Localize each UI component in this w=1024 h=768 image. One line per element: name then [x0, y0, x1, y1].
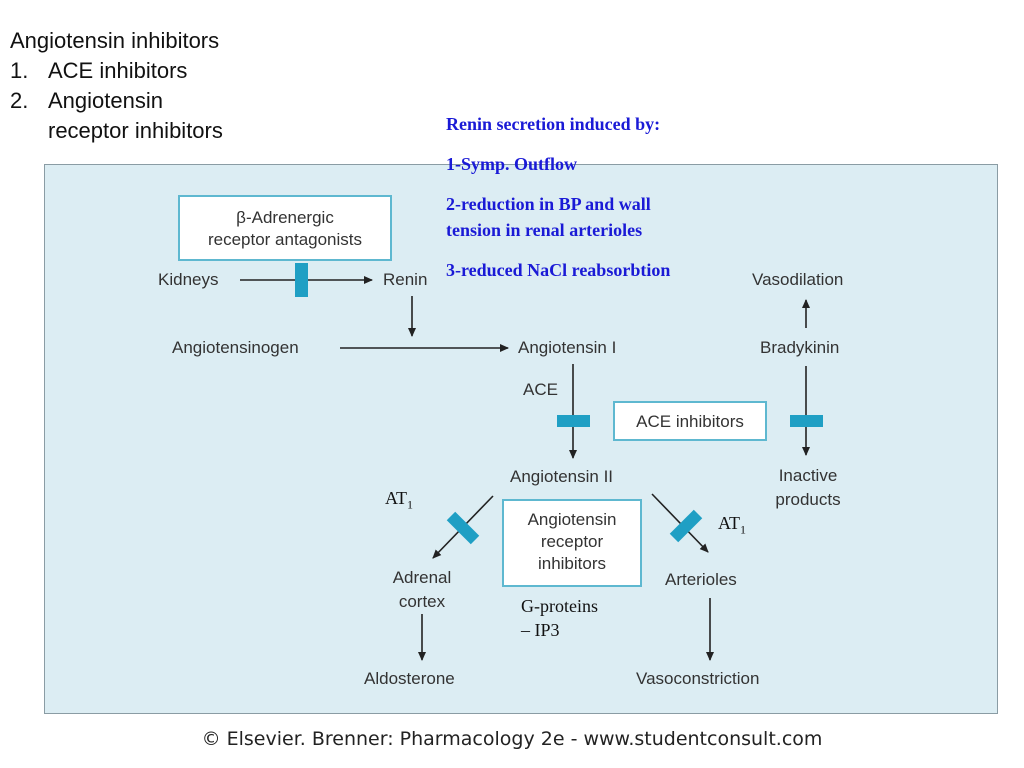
copyright-footer: © Elsevier. Brenner: Pharmacology 2e - w…	[201, 728, 823, 750]
outline-heading: Angiotensin inhibitors	[10, 28, 220, 53]
renin-secretion-note: Renin secretion induced by: 1-Symp. Outf…	[446, 111, 670, 283]
gprot-line2: – IP3	[521, 620, 560, 640]
beta-blocker-label-line2: receptor antagonists	[207, 230, 363, 249]
block-bar-at1-right	[669, 509, 703, 543]
node-angiotensin1: Angiotensin I	[518, 338, 617, 357]
at1-right-text: AT	[718, 513, 740, 533]
node-aldosterone: Aldosterone	[364, 669, 455, 688]
outline-list: Angiotensin inhibitors 1.ACE inhibitors …	[10, 26, 223, 146]
outline-item-number: 1.	[10, 58, 29, 83]
note-title: Renin secretion induced by:	[446, 114, 661, 134]
g-proteins-annotation: G-proteins – IP3	[521, 594, 598, 642]
arrow-angiotensin2-arterioles	[651, 493, 709, 553]
node-angiotensinogen: Angiotensinogen	[172, 338, 299, 357]
label-ace: ACE	[523, 380, 558, 399]
arb-label-line1: Angiotensin	[527, 510, 617, 529]
outline-item-number: 2.	[10, 88, 29, 113]
arb-label-line3: inhibitors	[537, 554, 607, 573]
adrenal-line1: Adrenal	[392, 568, 452, 587]
beta-blocker-label-line1: β-Adrenergic	[236, 208, 334, 227]
at1-label-left: AT1	[385, 488, 413, 513]
note-line3: 3-reduced NaCl reabsorbtion	[446, 260, 671, 280]
arb-label-line2: receptor	[540, 532, 604, 551]
arb-box: Angiotensin receptor inhibitors	[502, 499, 642, 587]
gprot-line1: G-proteins	[521, 596, 598, 616]
inactive-line1: Inactive	[778, 466, 838, 485]
outline-item-text: ACE inhibitors	[48, 58, 188, 83]
outline-item-text: Angiotensin	[48, 88, 163, 113]
node-arterioles: Arterioles	[665, 570, 737, 589]
node-bradykinin: Bradykinin	[760, 338, 840, 357]
node-renin: Renin	[383, 270, 428, 289]
adrenal-line2: cortex	[398, 592, 446, 611]
node-vasoconstriction: Vasoconstriction	[636, 669, 760, 688]
outline-item-2-continuation: receptor inhibitors	[48, 118, 223, 143]
at1-left-sub: 1	[407, 497, 413, 512]
at1-label-right: AT1	[718, 513, 746, 538]
block-bar-at1-left	[446, 511, 480, 545]
block-bar-ace	[557, 415, 590, 427]
outline-item-2: 2. Angiotensin	[10, 86, 223, 116]
note-line2b: tension in renal arterioles	[446, 220, 643, 240]
note-line1: 1-Symp. Outflow	[446, 154, 578, 174]
at1-left-text: AT	[385, 488, 407, 508]
block-bar-bradykinin	[790, 415, 823, 427]
node-vasodilation: Vasodilation	[752, 270, 844, 289]
ace-inhibitors-box: ACE inhibitors	[613, 401, 767, 441]
inactive-line2: products	[775, 490, 841, 509]
node-adrenal-cortex: Adrenal cortex	[380, 566, 464, 614]
block-bar-beta	[295, 263, 308, 297]
node-kidneys: Kidneys	[158, 270, 219, 289]
beta-blocker-box: β-Adrenergic receptor antagonists	[178, 195, 392, 261]
node-angiotensin2: Angiotensin II	[510, 467, 614, 486]
outline-item-1: 1. ACE inhibitors	[10, 56, 223, 86]
note-line2a: 2-reduction in BP and wall	[446, 194, 651, 214]
node-inactive-products: Inactive products	[766, 464, 850, 512]
ace-inhibitors-label: ACE inhibitors	[636, 412, 744, 431]
at1-right-sub: 1	[740, 522, 746, 537]
